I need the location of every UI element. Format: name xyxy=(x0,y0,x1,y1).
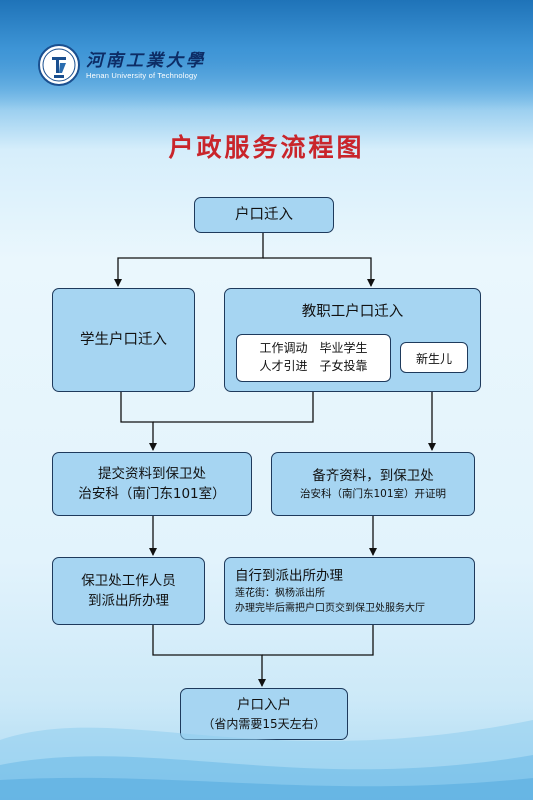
start-node: 户口迁入 xyxy=(194,197,334,233)
left-submit-line2: 治安科（南门东101室） xyxy=(78,486,226,502)
end-line1: 户口入户 xyxy=(237,697,291,713)
school-name-cn: 河南工業大學 xyxy=(86,51,206,71)
page-title: 户政服务流程图 xyxy=(168,133,365,162)
header-band xyxy=(0,0,533,110)
staff-label: 教职工户口迁入 xyxy=(301,304,404,320)
student-node: 学生户口迁入 xyxy=(52,288,195,392)
left-submit-line1: 提交资料到保卫处 xyxy=(98,466,206,482)
end-line2: （省内需要15天左右） xyxy=(202,717,326,731)
connector-start-staff xyxy=(263,257,375,287)
end-node: 户口入户 （省内需要15天左右） xyxy=(180,688,348,740)
connector-right-end xyxy=(262,625,374,656)
connector-staff-submit xyxy=(153,384,314,423)
right-self-line1: 自行到派出所办理 xyxy=(235,568,343,584)
newborn-label: 新生儿 xyxy=(415,352,452,366)
left-submit-node: 提交资料到保卫处 治安科（南门东101室） xyxy=(52,452,252,516)
right-prepare-line2: 治安科（南门东101室）开证明 xyxy=(299,488,447,500)
connector-left-end xyxy=(152,625,266,687)
university-seal-icon xyxy=(38,44,80,86)
right-self-line3: 办理完毕后需把户口页交到保卫处服务大厅 xyxy=(235,603,425,614)
staff-types-line1: 工作调动 毕业学生 xyxy=(259,341,368,355)
right-prepare-node: 备齐资料，到保卫处 治安科（南门东101室）开证明 xyxy=(271,452,475,516)
staff-types-line2: 人才引进 子女投靠 xyxy=(259,359,368,373)
right-prepare-line1: 备齐资料，到保卫处 xyxy=(312,468,434,484)
connector-student-submit xyxy=(120,392,157,451)
school-name-en: Henan University of Technology xyxy=(86,71,198,80)
connector-start-split xyxy=(114,233,264,287)
staff-types-box: 工作调动 毕业学生 人才引进 子女投靠 xyxy=(236,334,391,382)
right-self-line2: 莲花街：枫杨派出所 xyxy=(235,588,325,599)
start-label: 户口迁入 xyxy=(235,207,293,223)
newborn-box: 新生儿 xyxy=(400,342,468,373)
left-police-node: 保卫处工作人员 到派出所办理 xyxy=(52,557,205,625)
right-self-node: 自行到派出所办理 莲花街：枫杨派出所 办理完毕后需把户口页交到保卫处服务大厅 xyxy=(224,557,475,625)
bottom-wave-decoration xyxy=(0,720,533,800)
student-label: 学生户口迁入 xyxy=(80,332,167,348)
left-police-line1: 保卫处工作人员 xyxy=(81,573,176,589)
left-police-line2: 到派出所办理 xyxy=(88,593,169,609)
